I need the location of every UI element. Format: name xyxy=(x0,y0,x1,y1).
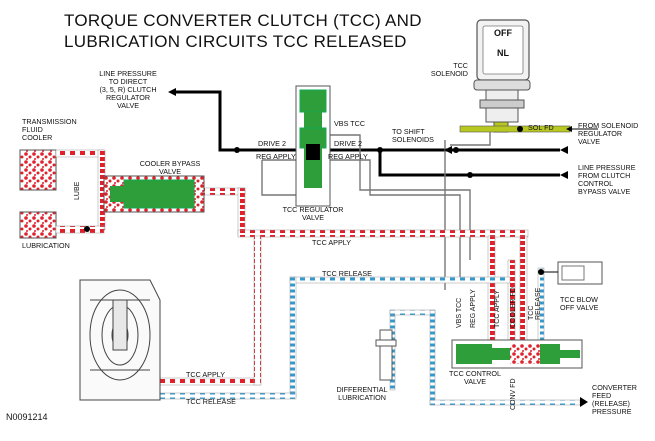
differential-lubrication-label: DIFFERENTIAL LUBRICATION xyxy=(336,385,388,402)
tcc-control-valve xyxy=(451,339,583,369)
tcc-apply-vertical-label: TCC APPLY xyxy=(494,290,501,328)
junction-dots xyxy=(234,147,473,178)
tcc-blow-off-valve xyxy=(538,261,603,285)
lube-label: LUBE xyxy=(74,181,81,200)
torque-converter xyxy=(79,279,161,401)
blow-off-junction-dot xyxy=(538,269,544,275)
tcc-release-bottom-label: TCC RELEASE xyxy=(186,397,236,406)
tcc-apply-top-label: TCC APPLY xyxy=(312,238,352,247)
reg-apply-right-label: REG APPLY xyxy=(328,152,368,161)
tcc-solenoid xyxy=(473,19,531,133)
tcc-regulator-label: TCC REGULATOR VALVE xyxy=(282,205,344,222)
vbs-tcc-vertical-label: VBS TCC xyxy=(456,297,463,328)
lube-junction-dot xyxy=(84,226,90,232)
converter-feed-label: CONVERTER FEED (RELEASE) PRESSURE xyxy=(592,383,637,416)
cooler-bypass-label: COOLER BYPASS VALVE xyxy=(139,159,201,176)
tcc-blow-off-label: TCC BLOW OFF VALVE xyxy=(560,295,599,312)
flow-arrow-icons xyxy=(444,146,588,407)
figure-code: N0091214 xyxy=(6,412,48,422)
diagram-title-line1: TORQUE CONVERTER CLUTCH (TCC) AND xyxy=(64,11,422,30)
sol-fd-arrow-icon xyxy=(566,126,572,132)
lubrication-label: LUBRICATION xyxy=(22,241,70,250)
diagram-title-line2: LUBRICATION CIRCUITS TCC RELEASED xyxy=(64,32,407,51)
tcc-release-vertical-label: TCC RELEASE xyxy=(528,287,542,320)
reg-apply-left-label: REG APPLY xyxy=(256,152,296,161)
drive2-right-label: DRIVE 2 xyxy=(334,139,362,148)
tcc-solenoid-label: TCC SOLENOID xyxy=(430,61,468,78)
conv-fd-vertical-label: CONV FD xyxy=(510,378,517,411)
line-pressure-arrow-icon xyxy=(168,88,176,96)
lubrication-block xyxy=(19,211,57,239)
differential-lubrication-component xyxy=(375,329,397,381)
regulator-passages xyxy=(261,132,491,290)
sol-fd-label: SOL FD xyxy=(528,123,554,132)
drive2-left-label: DRIVE 2 xyxy=(258,139,286,148)
vbs-tcc-label: VBS TCC xyxy=(334,119,366,128)
tcc-control-valve-label: TCC CONTROL VALVE xyxy=(449,369,501,386)
tcc-apply-bottom-label: TCC APPLY xyxy=(186,370,226,379)
cooler-circuit xyxy=(55,149,529,238)
reg-apply-vertical-label: REG APPLY xyxy=(470,289,477,328)
tcc-apply-bottom-circuit xyxy=(149,235,262,386)
from-solenoid-regulator-label: FROM SOLENOID REGULATOR VALVE xyxy=(578,121,639,146)
tcc-release-mid-label: TCC RELEASE xyxy=(322,269,372,278)
solenoid-nl-label: NL xyxy=(497,48,509,58)
cooler-bypass-valve xyxy=(103,175,205,213)
to-shift-solenoids-label: TO SHIFT SOLENOIDS xyxy=(392,127,434,144)
solenoid-off-label: OFF xyxy=(494,28,512,38)
cooler-fd-vertical-label: COOLER FD xyxy=(510,287,517,328)
line-pressure-direct-label: LINE PRESSURE TO DIRECT (3, 5, R) CLUTCH… xyxy=(99,69,157,110)
tcc-regulator-valve xyxy=(295,85,331,207)
transmission-fluid-cooler xyxy=(19,149,57,191)
line-pressure-clutch-label: LINE PRESSURE FROM CLUTCH CONTROL BYPASS… xyxy=(578,163,636,196)
transmission-cooler-label: TRANSMISSION FLUID COOLER xyxy=(22,117,77,142)
